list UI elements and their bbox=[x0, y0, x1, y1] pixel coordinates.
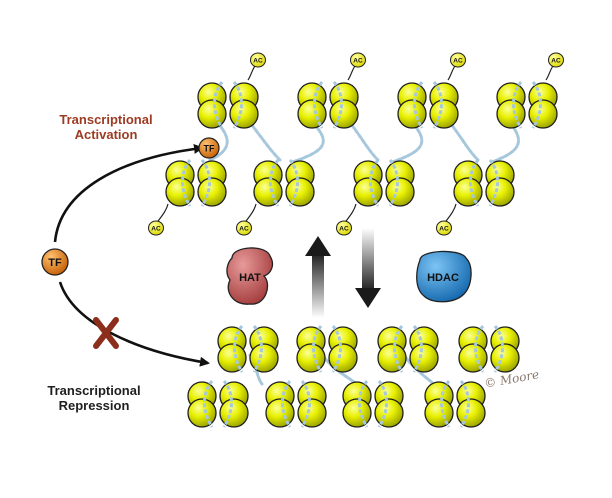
hat-enzyme: HAT bbox=[226, 247, 274, 305]
hat-label: HAT bbox=[239, 272, 261, 284]
hdac-label: HDAC bbox=[427, 272, 459, 284]
repression-label-line-2: Repression bbox=[58, 398, 130, 413]
repressed-nucleosome-row-lower bbox=[187, 380, 486, 428]
acetyl-tag-label: AC bbox=[551, 58, 561, 65]
nucleosome bbox=[353, 159, 415, 207]
tf-bound-label: TF bbox=[204, 144, 215, 154]
acetyl-tag-label: AC bbox=[439, 226, 449, 233]
activated-nucleosome-row-upper bbox=[197, 81, 558, 129]
nucleosome bbox=[165, 159, 227, 207]
acetyl-tag-label: AC bbox=[453, 58, 463, 65]
tf-label: TF bbox=[48, 257, 62, 269]
nucleosome bbox=[424, 380, 486, 428]
repression-label-line-1: Transcriptional bbox=[47, 383, 141, 398]
activated-nucleosome-row-lower bbox=[165, 159, 515, 207]
linker-dna-segment bbox=[346, 118, 380, 162]
nucleosome bbox=[453, 159, 515, 207]
acetyl-tag: AC bbox=[336, 203, 357, 236]
transcription-factor-bound: TF bbox=[198, 137, 220, 159]
acetyl-tag-label: AC bbox=[239, 226, 249, 233]
acetyl-tag-label: AC bbox=[151, 226, 161, 233]
hdac-enzyme: HDAC bbox=[416, 250, 472, 303]
repression-arrow bbox=[58, 281, 210, 367]
nucleosome bbox=[197, 81, 259, 129]
acetyl-tag: AC bbox=[436, 203, 457, 236]
nucleosome bbox=[377, 325, 439, 373]
nucleosome bbox=[296, 325, 358, 373]
nucleosome bbox=[458, 325, 520, 373]
deacetylation-down-arrow bbox=[355, 228, 381, 308]
acetyl-tag: AC bbox=[247, 52, 266, 81]
blocked-x-icon bbox=[93, 317, 119, 349]
nucleosome bbox=[496, 81, 558, 129]
nucleosome bbox=[342, 380, 404, 428]
repressed-nucleosome-row-upper bbox=[217, 325, 520, 373]
nucleosome bbox=[187, 380, 249, 428]
acetyl-tag-label: AC bbox=[353, 58, 363, 65]
acetyl-tag: AC bbox=[347, 52, 366, 81]
acetyl-tag: AC bbox=[236, 203, 257, 236]
nucleosome bbox=[297, 81, 359, 129]
nucleosome bbox=[253, 159, 315, 207]
transcriptional-activation-label: Transcriptional Activation bbox=[32, 112, 180, 142]
acetylation-up-arrow bbox=[305, 236, 331, 318]
nucleosome bbox=[217, 325, 279, 373]
activation-label-line-2: Activation bbox=[74, 127, 138, 142]
activation-arrow bbox=[53, 144, 204, 243]
linker-dna-segment bbox=[446, 118, 480, 162]
acetyl-tag-label: AC bbox=[339, 226, 349, 233]
nucleosome bbox=[397, 81, 459, 129]
acetyl-tag: AC bbox=[545, 52, 564, 81]
activation-label-line-1: Transcriptional bbox=[59, 112, 153, 127]
acetyl-tag-label: AC bbox=[253, 58, 263, 65]
transcription-factor-free: TF bbox=[41, 248, 69, 276]
linker-dna-segment bbox=[246, 118, 282, 162]
acetyl-tag: AC bbox=[447, 52, 466, 81]
acetyl-tags-lower: AC AC AC AC bbox=[148, 203, 457, 236]
nucleosome bbox=[265, 380, 327, 428]
acetyl-tag: AC bbox=[148, 203, 169, 236]
transcriptional-repression-label: Transcriptional Repression bbox=[20, 383, 168, 413]
acetyl-tags-upper: AC AC AC AC bbox=[247, 52, 564, 81]
